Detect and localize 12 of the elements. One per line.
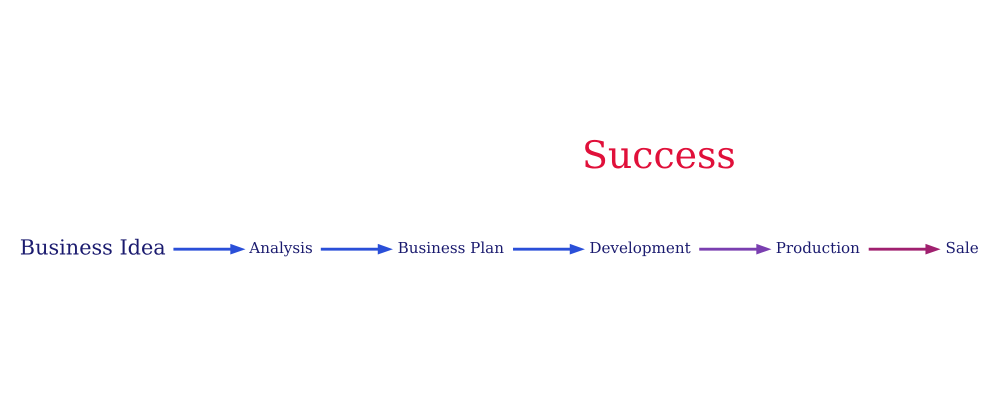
node-text: Analysis	[249, 238, 313, 257]
node-text: Development	[589, 238, 691, 257]
arrow	[513, 244, 585, 254]
arrow	[868, 244, 941, 254]
node-text: Production	[776, 238, 860, 257]
arrow	[320, 244, 393, 254]
arrow	[699, 244, 772, 254]
node-text: Business Plan	[398, 238, 504, 257]
label: Success	[582, 132, 736, 177]
node-text: Business Idea	[20, 235, 166, 260]
arrow	[173, 244, 246, 254]
node-text: Sale	[946, 238, 979, 257]
